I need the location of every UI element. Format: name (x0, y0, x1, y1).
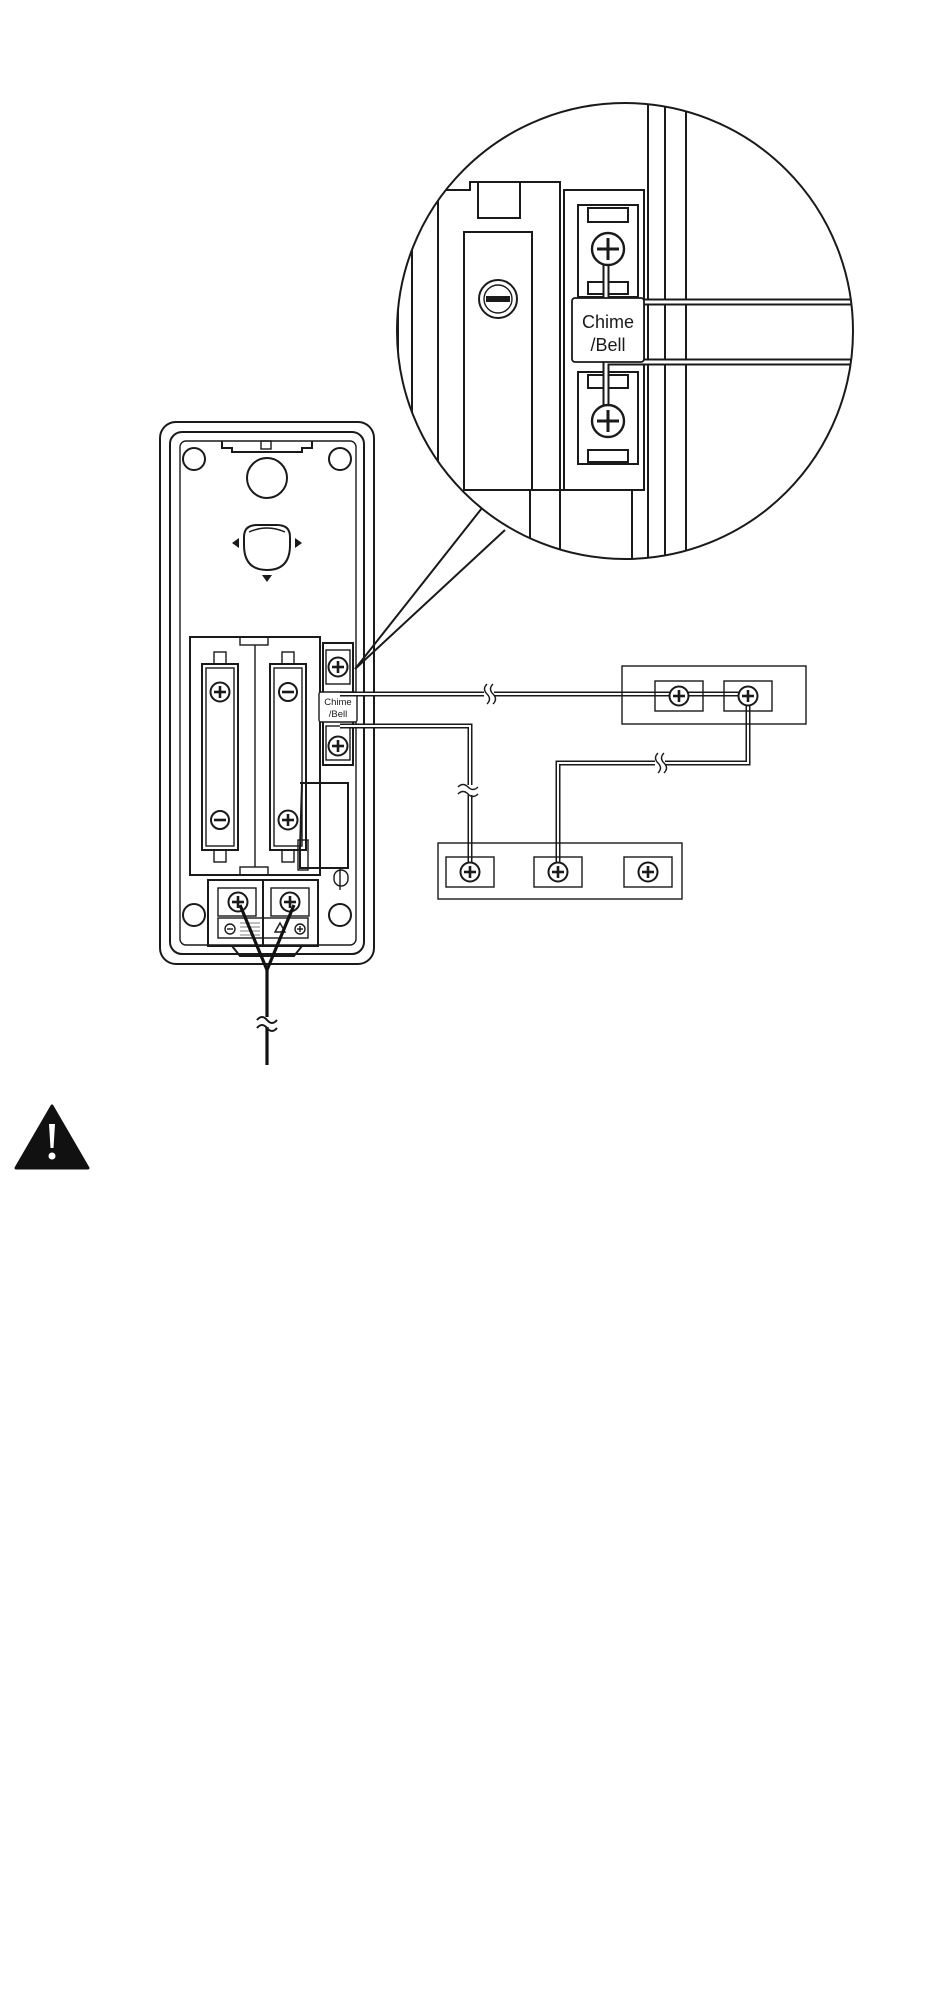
unit-label-line1: Chime (324, 697, 351, 708)
screw-icon (592, 405, 624, 437)
screw-icon (549, 863, 568, 882)
chime-wires (340, 684, 748, 870)
warning-triangle-icon (16, 1106, 88, 1168)
slot-screw-icon (279, 683, 297, 701)
callout-pointer (355, 508, 505, 669)
zoom-detail-circle: Chime /Bell (397, 90, 870, 690)
slot-screw-icon (479, 280, 517, 318)
screw-icon (281, 893, 300, 912)
screw-icon (211, 683, 230, 702)
screw-icon (229, 893, 248, 912)
power-wires (240, 905, 294, 1065)
screw-icon (639, 863, 658, 882)
zoom-label-line1: Chime (582, 312, 634, 332)
screw-icon (670, 687, 689, 706)
wire-break-symbol (655, 753, 667, 773)
wire-break-symbol (458, 785, 480, 797)
zoom-label-line2: /Bell (590, 335, 625, 355)
screw-icon (461, 863, 480, 882)
unit-label-line2: /Bell (329, 709, 347, 720)
screw-icon (329, 737, 348, 756)
screw-icon (739, 687, 758, 706)
screw-icon (279, 811, 298, 830)
screw-icon (592, 233, 624, 265)
screw-icon (329, 658, 348, 677)
slot-screw-icon (211, 811, 229, 829)
wire-break-symbol (484, 684, 496, 704)
